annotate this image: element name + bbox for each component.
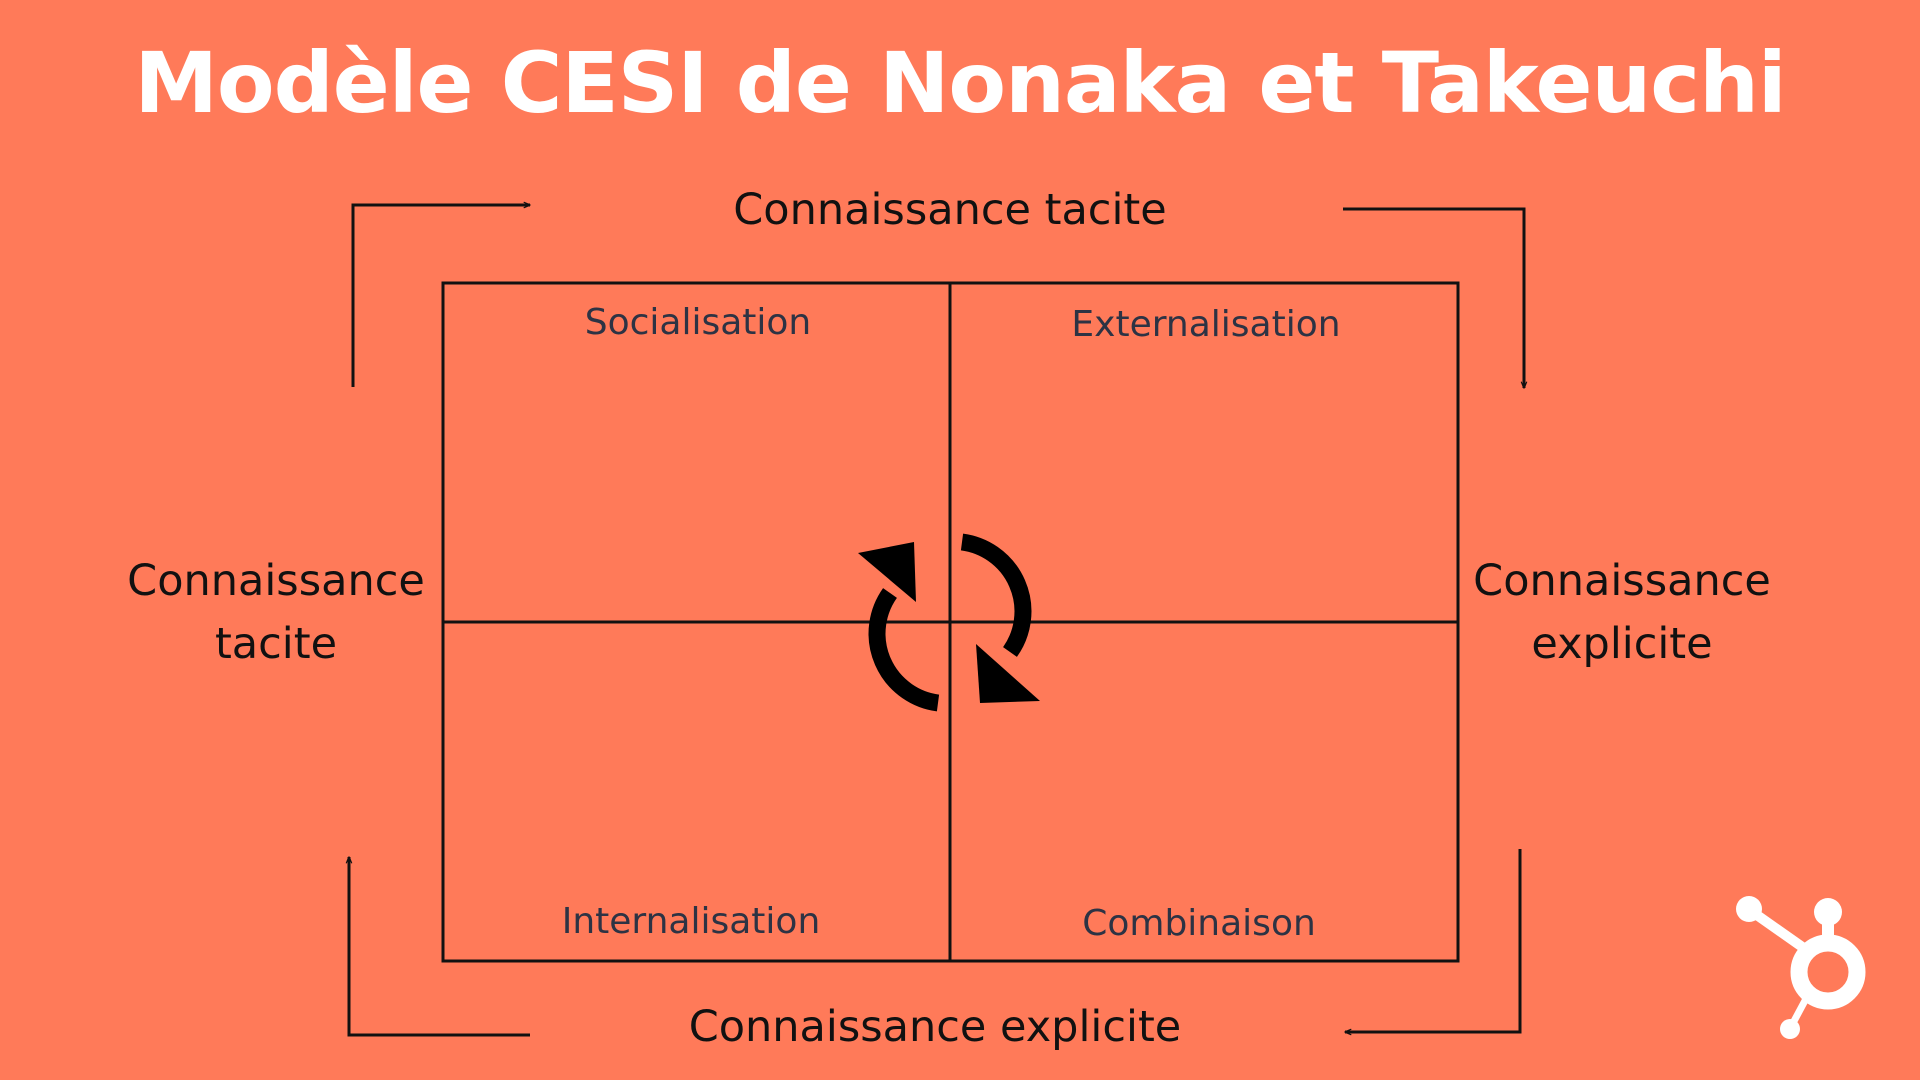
arrow-top-left — [351, 205, 530, 387]
axis-label-left: Connaissance tacite — [127, 556, 425, 669]
axis-label-top: Connaissance tacite — [733, 185, 1167, 235]
hubspot-sprocket-icon — [1736, 896, 1866, 1039]
quadrant-matrix — [441, 281, 1460, 963]
arrow-bottom-right — [1345, 849, 1522, 1032]
quadrant-label-socialisation: Socialisation — [584, 302, 812, 343]
flow-arrows — [349, 205, 1524, 1037]
arrow-bottom-left — [349, 857, 530, 1037]
page-title: Modèle CESI de Nonaka et Takeuchi — [134, 34, 1786, 132]
axis-label-right: Connaissance explicite — [1473, 556, 1771, 669]
arrow-top-right — [1343, 207, 1524, 388]
axis-label-bottom: Connaissance explicite — [688, 1002, 1182, 1052]
quadrant-label-combinaison: Combinaison — [1082, 903, 1316, 944]
quadrant-label-externalisation: Externalisation — [1071, 304, 1341, 345]
refresh-cycle-icon — [858, 533, 1040, 712]
quadrant-label-internalisation: Internalisation — [561, 901, 821, 942]
